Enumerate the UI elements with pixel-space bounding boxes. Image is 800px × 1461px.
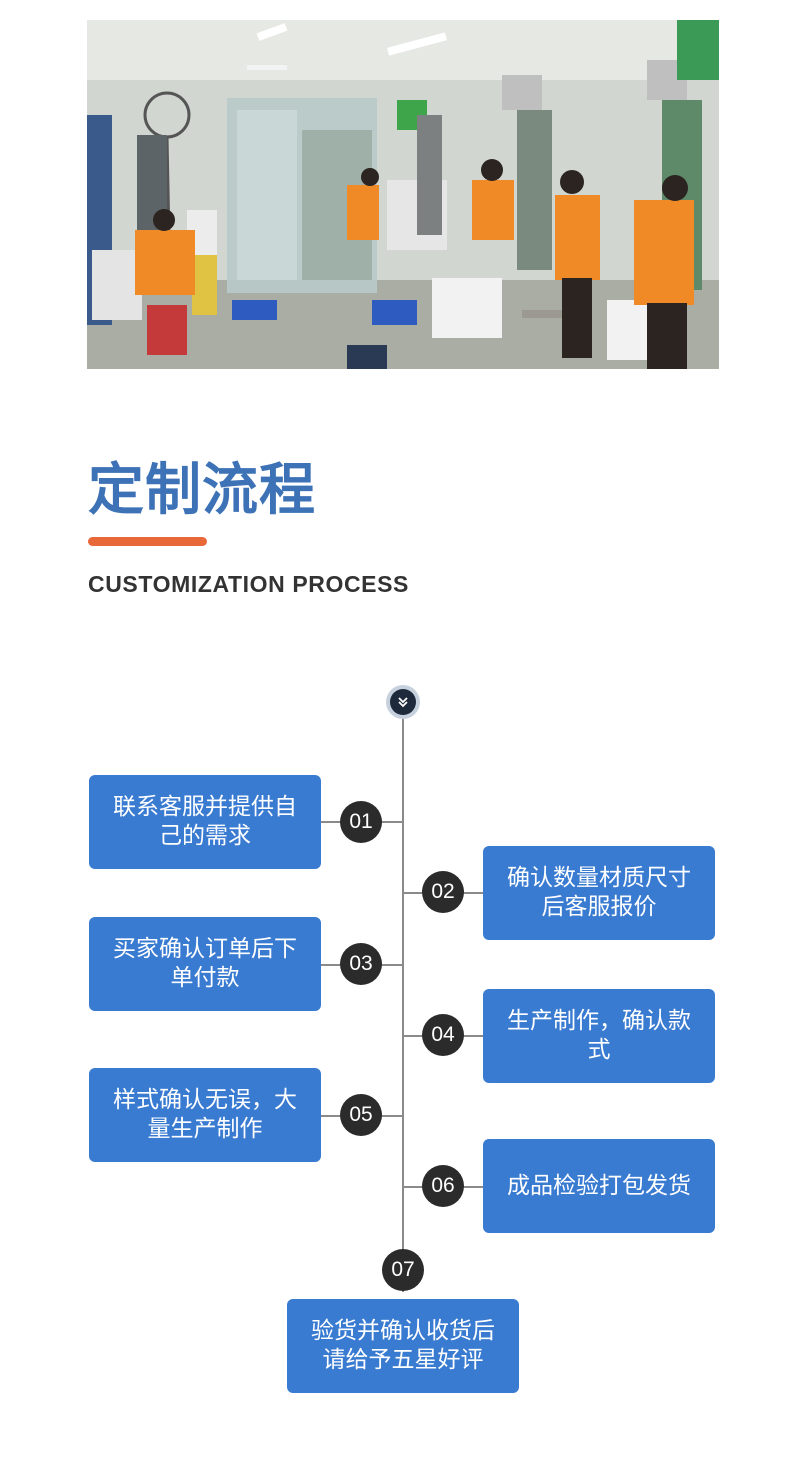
step-box-01: 联系客服并提供自己的需求 bbox=[89, 775, 321, 869]
step-text: 联系客服并提供自己的需求 bbox=[113, 794, 297, 849]
step-number-06: 06 bbox=[422, 1165, 464, 1207]
step-text: 确认数量材质尺寸后客服报价 bbox=[507, 865, 691, 920]
timeline-spine bbox=[402, 716, 404, 1292]
step-number-05: 05 bbox=[340, 1094, 382, 1136]
step-box-03: 买家确认订单后下单付款 bbox=[89, 917, 321, 1011]
step-text: 验货并确认收货后请给予五星好评 bbox=[311, 1318, 495, 1373]
step-text: 成品检验打包发货 bbox=[507, 1172, 691, 1199]
title-accent-bar bbox=[88, 537, 207, 546]
chevron-down-double-icon bbox=[386, 685, 420, 719]
factory-photo bbox=[87, 20, 719, 369]
step-text: 样式确认无误，大量生产制作 bbox=[113, 1087, 297, 1142]
step-box-05: 样式确认无误，大量生产制作 bbox=[89, 1068, 321, 1162]
step-box-07: 验货并确认收货后请给予五星好评 bbox=[287, 1299, 519, 1393]
section-title-chinese: 定制流程 bbox=[88, 458, 316, 523]
step-number-01: 01 bbox=[340, 801, 382, 843]
step-box-02: 确认数量材质尺寸后客服报价 bbox=[483, 846, 715, 940]
step-text: 生产制作，确认款式 bbox=[507, 1008, 691, 1063]
step-number-07: 07 bbox=[382, 1249, 424, 1291]
step-number-04: 04 bbox=[422, 1014, 464, 1056]
step-text: 买家确认订单后下单付款 bbox=[113, 936, 297, 991]
step-number-03: 03 bbox=[340, 943, 382, 985]
step-box-06: 成品检验打包发货 bbox=[483, 1139, 715, 1233]
step-number-02: 02 bbox=[422, 871, 464, 913]
section-title-english: CUSTOMIZATION PROCESS bbox=[88, 571, 409, 597]
step-box-04: 生产制作，确认款式 bbox=[483, 989, 715, 1083]
